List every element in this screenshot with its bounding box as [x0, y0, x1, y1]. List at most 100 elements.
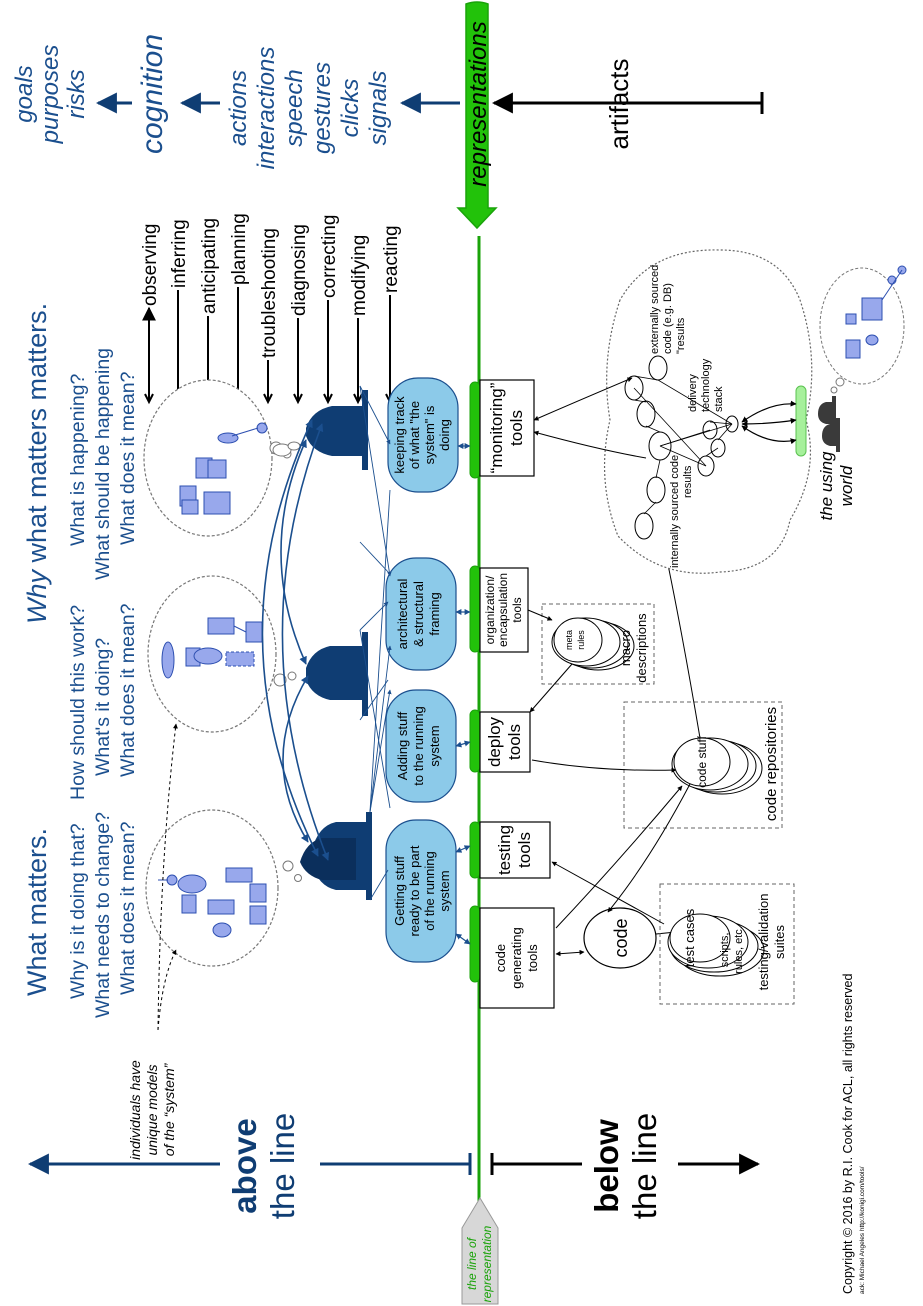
tool-line: deploy: [485, 716, 504, 767]
line-of-representation-label: the line of representation: [461, 1197, 499, 1305]
tool-testing: testing tools: [479, 821, 551, 879]
people-to-box-links: [359, 385, 392, 901]
box-line: system" is: [422, 405, 437, 464]
tool-line: code: [493, 944, 508, 972]
goals-group: goals purposes risks: [11, 45, 90, 145]
ack-credit: ack: Michael Angeles http://konigi.com/t…: [859, 1166, 866, 1294]
box-line: architectural: [395, 578, 410, 649]
box-line: system: [427, 725, 442, 766]
box-line: to the running: [411, 706, 426, 786]
org-tools-to-meta-arrow: [527, 609, 553, 621]
the-line-label: the line: [626, 1113, 663, 1219]
activity-anticipating: anticipating: [199, 218, 220, 314]
why-rest: what matters matters.: [22, 303, 52, 570]
goals-label: goals: [11, 65, 38, 122]
tool-line: encapsulation: [496, 573, 510, 647]
interactions-label: interactions: [253, 47, 280, 170]
activity-box-adding-stuff: Adding stuff to the running system: [385, 689, 457, 803]
running-system-cloud: externally sourced code (e.g. DB) "resul…: [603, 249, 813, 574]
meta-descriptions: meta rules macro descriptions: [541, 603, 655, 685]
thought-cloud-1: [145, 809, 302, 967]
line-label-text: the line of: [465, 1236, 479, 1290]
the-line-label: the line: [264, 1113, 301, 1219]
box-line: framing: [427, 592, 442, 635]
gestures-label: gestures: [309, 62, 336, 154]
macro-caption: macro: [618, 630, 633, 666]
box-line: system: [437, 870, 452, 911]
repo-links: [531, 535, 701, 929]
question-group-1: Why is it doing that? What needs to chan…: [67, 812, 139, 1018]
question-line: What is happening?: [67, 373, 89, 546]
monitoring-links: [533, 377, 647, 459]
code-repositories: code stuff code repositories: [623, 701, 783, 829]
delivery-label: stack: [713, 386, 725, 412]
actions-group: actions interactions speech gestures cli…: [225, 47, 392, 170]
code-repositories-label: code repositories: [763, 707, 780, 821]
above-label: above: [226, 1118, 263, 1213]
risks-label: risks: [63, 69, 90, 118]
using-world: the using world: [741, 265, 907, 521]
test-cases-label: test cases: [682, 908, 697, 967]
tool-line: organization/: [483, 575, 497, 644]
below-the-line: below the line: [490, 1100, 761, 1230]
tests-to-testing-tools-arrow: [551, 861, 665, 925]
box-to-tool-links: [455, 443, 471, 945]
activity-reacting: reacting: [381, 225, 402, 293]
internally-sourced-label: results: [682, 465, 694, 498]
question-line: What does it mean?: [117, 371, 139, 545]
person-group-1: [300, 812, 372, 900]
clicks-label: clicks: [337, 79, 364, 138]
question-line: What does it mean?: [117, 603, 139, 777]
tool-organization: organization/ encapsulation tools: [479, 567, 529, 653]
why-title: Why what matters matters.: [22, 303, 52, 624]
individuals-note: individuals have unique models of the “s…: [127, 723, 178, 1160]
copyright: Copyright © 2016 by R.I. Cook for ACL, a…: [841, 973, 855, 1294]
note-line: individuals have: [127, 1060, 143, 1160]
person-links: [261, 419, 330, 861]
representations-arrow: [456, 1, 498, 230]
tool-deploy: deploy tools: [479, 711, 531, 773]
box-line: Getting stuff: [392, 856, 407, 926]
activity-box-architectural: architectural & structural framing: [385, 557, 457, 671]
meta-label: meta: [564, 630, 574, 650]
cognition-label: cognition: [136, 34, 169, 154]
tool-line: tools: [510, 597, 524, 622]
box-line: Adding stuff: [395, 711, 410, 780]
question-line: Why is it doing that?: [67, 823, 89, 999]
using-world-label: the using: [817, 451, 836, 521]
macro-caption: descriptions: [634, 613, 649, 683]
line-label-text: representation: [480, 1225, 494, 1302]
tool-line: testing: [495, 825, 514, 875]
tool-line: generating: [509, 927, 524, 988]
note-line: unique models: [144, 1064, 160, 1155]
activity-troubleshooting: troubleshooting: [259, 228, 280, 358]
activity-correcting: correcting: [319, 215, 340, 298]
thought-cloud-2: [147, 575, 297, 733]
speech-label: speech: [281, 69, 308, 146]
activity-modifying: modifying: [349, 235, 370, 316]
below-label: below: [588, 1119, 625, 1213]
what-matters-title: What matters.: [22, 828, 52, 996]
question-line: What's it doing?: [92, 638, 114, 776]
activity-labels: observing inferring anticipating plannin…: [140, 213, 402, 358]
using-world-label: world: [837, 465, 856, 506]
box-line: ready to be part: [407, 845, 422, 936]
meta-to-deploy-arrow: [529, 663, 573, 713]
person-group-2: [306, 632, 368, 716]
box-line: doing: [437, 419, 452, 451]
externally-sourced-label: externally sourced: [649, 265, 661, 354]
activity-list: [142, 287, 395, 405]
why-word: Why: [22, 569, 52, 625]
note-line: of the “system”: [161, 1062, 177, 1156]
box-line: & structural: [411, 581, 426, 647]
activity-planning: planning: [229, 213, 250, 285]
representations-label: representations: [465, 21, 492, 186]
rules-label: rules: [576, 630, 586, 650]
externally-sourced-label: code (e.g. DB): [662, 283, 674, 354]
results-label: "results: [675, 317, 687, 354]
interface-bars: [469, 381, 481, 983]
code-label: code: [611, 918, 631, 957]
artifacts-label: artifacts: [604, 58, 634, 149]
code-stuff-label: code stuff: [695, 735, 709, 787]
